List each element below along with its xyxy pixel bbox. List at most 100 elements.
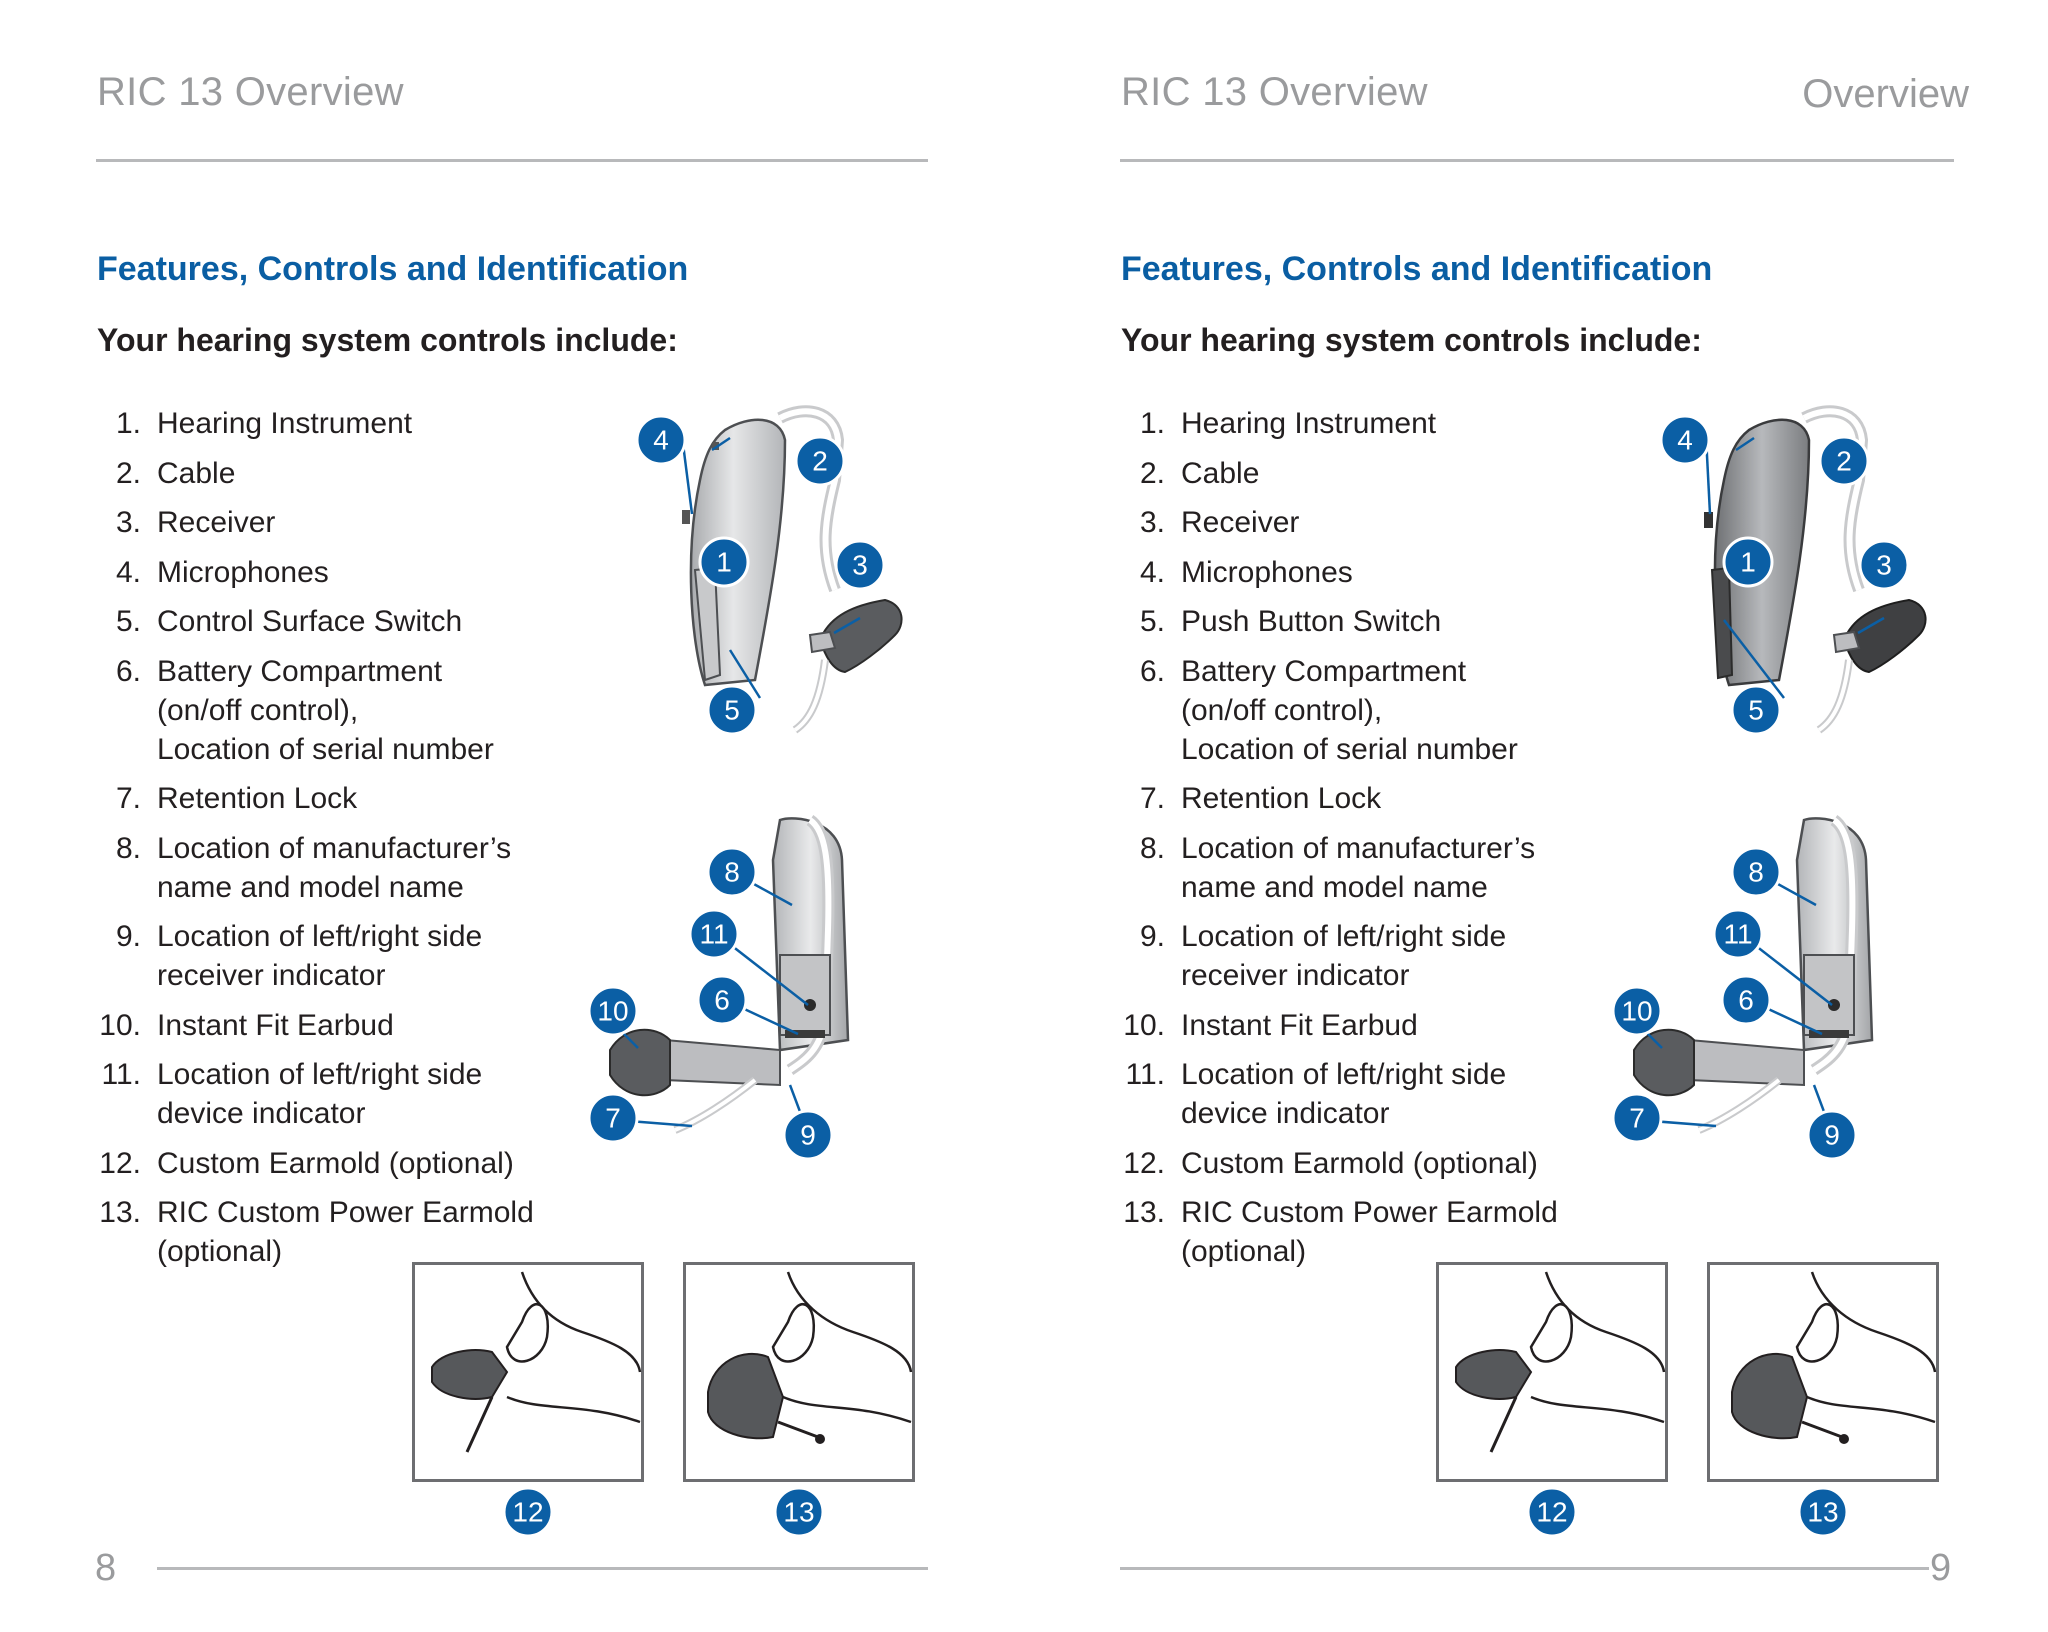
item-number: 1.	[1139, 407, 1165, 440]
custom-earmold-figure	[1436, 1262, 1668, 1482]
svg-text:13: 13	[783, 1497, 814, 1528]
svg-text:5: 5	[1748, 695, 1764, 726]
earbud	[1633, 1028, 1695, 1097]
item-number: 3.	[115, 506, 141, 539]
callout-4: 4	[1659, 414, 1711, 466]
list-item: 2.Cable	[96, 454, 534, 493]
svg-text:5: 5	[724, 695, 740, 726]
item-text: Custom Earmold (optional)	[157, 1146, 514, 1180]
list-item: 6.Battery Compartment (on/off control), …	[96, 652, 534, 769]
callout-8: 8	[1730, 846, 1782, 898]
item-number: 13.	[1123, 1196, 1165, 1229]
item-number: 2.	[1139, 456, 1165, 490]
item-text: Receiver	[1181, 506, 1300, 539]
item-text: Cable	[1181, 456, 1260, 490]
item-text: Custom Earmold (optional)	[1181, 1146, 1538, 1180]
svg-text:8: 8	[1748, 857, 1764, 888]
list-item: 8.Location of manufacturer’s name and mo…	[96, 829, 534, 907]
svg-text:13: 13	[1807, 1497, 1838, 1528]
item-text: Location of manufacturer’s name and mode…	[1181, 831, 1536, 904]
item-text: Retention Lock	[157, 782, 358, 815]
callout-3: 3	[834, 539, 886, 591]
callout-1: 1	[1722, 536, 1774, 588]
item-number: 6.	[1139, 654, 1165, 688]
svg-text:4: 4	[653, 425, 669, 456]
list-item: 13.RIC Custom Power Earmold (optional)	[96, 1193, 534, 1271]
earmold	[1455, 1349, 1533, 1400]
svg-text:11: 11	[699, 919, 728, 950]
svg-text:12: 12	[1536, 1497, 1567, 1528]
item-number: 9.	[115, 920, 141, 953]
callout-11: 11	[688, 908, 740, 960]
item-number: 8.	[1139, 831, 1165, 865]
svg-text:4: 4	[1677, 425, 1693, 456]
item-text: Instant Fit Earbud	[157, 1008, 394, 1042]
callout-5: 5	[706, 684, 758, 736]
list-item: 12. Custom Earmold (optional)	[1120, 1144, 1558, 1183]
list-item: 1.Hearing Instrument	[1120, 404, 1558, 443]
item-number: 12.	[99, 1146, 141, 1180]
item-text: Location of left/right side device indic…	[157, 1058, 483, 1130]
footer-rule	[1120, 1567, 1929, 1570]
item-text: Push Button Switch	[1181, 605, 1442, 638]
page-number: 8	[95, 1547, 117, 1589]
list-item: 9. Location of left/right side receiver i…	[96, 917, 534, 995]
callout-12: 12	[1526, 1486, 1578, 1538]
svg-text:6: 6	[1738, 985, 1754, 1016]
fingertip	[505, 1303, 550, 1363]
list-item: 4.Microphones	[1120, 553, 1558, 592]
list-item: 9.Location of left/right side receiver i…	[1120, 917, 1558, 995]
list-item: 2. Cable	[1120, 454, 1558, 493]
item-text: Microphones	[1181, 555, 1353, 589]
callout-5: 5	[1730, 684, 1782, 736]
receiver-earbud	[818, 598, 903, 674]
item-text: Microphones	[157, 555, 329, 589]
item-text: RIC Custom Power Earmold (optional)	[157, 1196, 534, 1268]
svg-text:3: 3	[1876, 550, 1892, 581]
item-number: 12.	[1123, 1146, 1165, 1180]
item-text: Battery Compartment (on/off control), Lo…	[1181, 654, 1518, 766]
list-item: 12. Custom Earmold (optional)	[96, 1144, 534, 1183]
footer-rule	[157, 1567, 928, 1570]
callout-2: 2	[794, 435, 846, 487]
item-number: 5.	[1139, 605, 1165, 638]
fingertip	[1529, 1303, 1574, 1363]
callout-6: 6	[1720, 974, 1772, 1026]
item-text: Location of left/right side receiver ind…	[157, 920, 483, 992]
callout-2: 2	[1818, 435, 1870, 487]
header-rule	[1120, 159, 1954, 162]
item-number: 3.	[1139, 506, 1165, 539]
svg-text:12: 12	[512, 1497, 543, 1528]
running-head-right: Overview	[1802, 72, 1969, 116]
power-earmold	[707, 1352, 785, 1440]
item-number: 10.	[99, 1008, 141, 1042]
callout-12: 12	[502, 1486, 554, 1538]
earbud	[609, 1028, 671, 1097]
fingertip	[771, 1303, 816, 1363]
callout-8: 8	[706, 846, 758, 898]
item-text: Location of left/right side device indic…	[1181, 1058, 1507, 1130]
callout-9: 9	[1806, 1109, 1858, 1161]
running-head: RIC 13 Overview	[1121, 70, 1428, 114]
header-rule	[96, 159, 928, 162]
item-number: 7.	[115, 782, 141, 815]
receiver-earbud	[1842, 598, 1927, 674]
item-text: Hearing Instrument	[157, 407, 413, 440]
list-item: 3. Receiver	[1120, 503, 1558, 542]
callout-1: 1	[698, 536, 750, 588]
callout-7: 7	[1611, 1092, 1663, 1144]
subtitle: Your hearing system controls include:	[1121, 322, 1702, 358]
subtitle: Your hearing system controls include:	[97, 322, 678, 358]
fingertip	[1795, 1303, 1840, 1363]
item-number: 11.	[1125, 1058, 1165, 1091]
svg-text:1: 1	[1740, 547, 1756, 578]
svg-text:11: 11	[1723, 919, 1752, 950]
hearing-instrument-figure: 4 2 1 3 5	[635, 405, 903, 736]
list-item: 4.Microphones	[96, 553, 534, 592]
callout-4: 4	[635, 414, 687, 466]
power-earmold-figure	[1707, 1262, 1939, 1482]
item-text: Location of manufacturer’s name and mode…	[157, 831, 512, 904]
list-item: 13.RIC Custom Power Earmold (optional)	[1120, 1193, 1558, 1271]
item-number: 1.	[115, 407, 141, 440]
item-number: 9.	[1139, 920, 1165, 953]
